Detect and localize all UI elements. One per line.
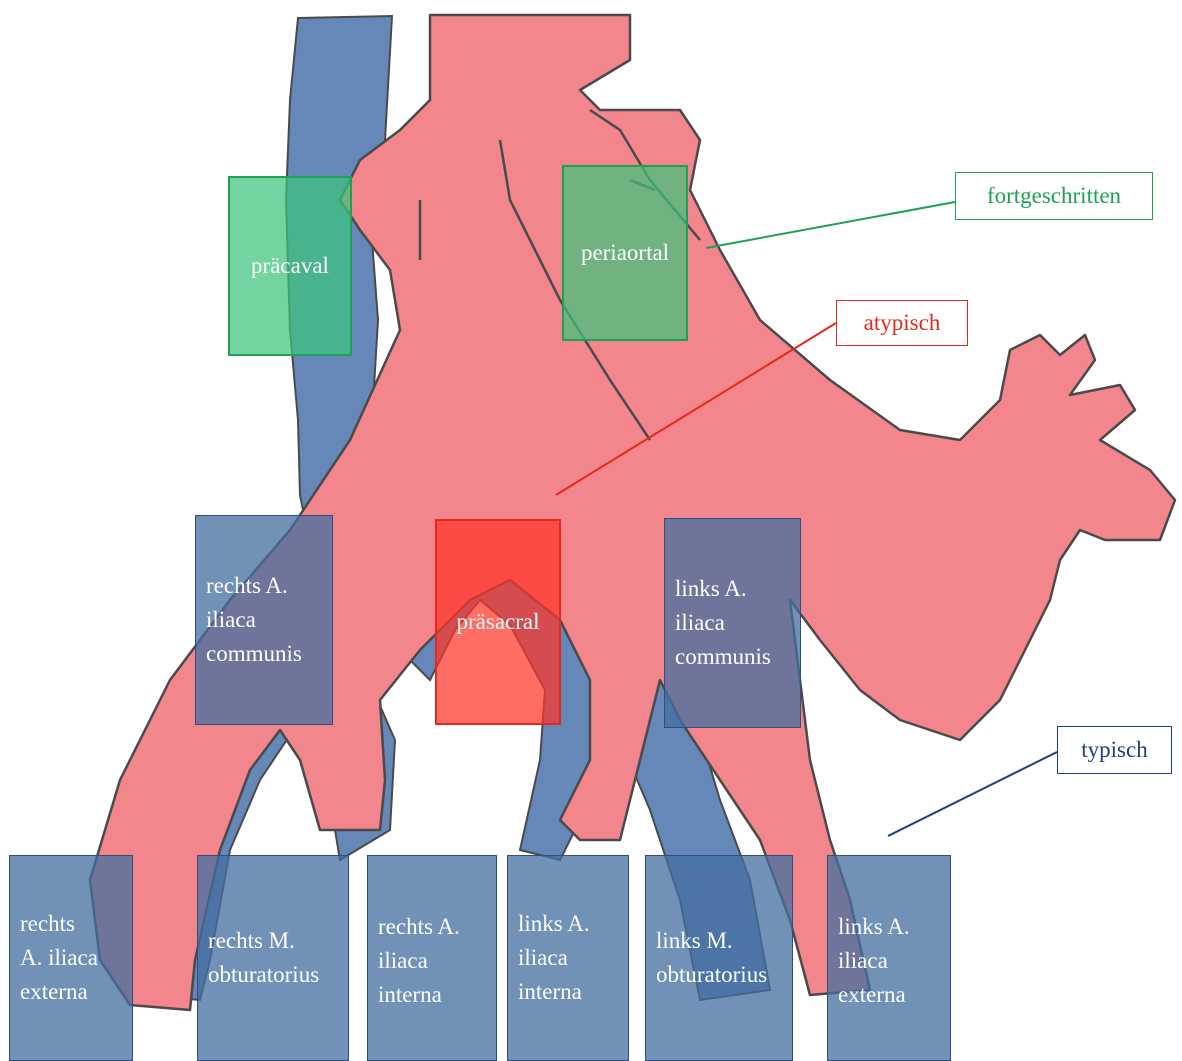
legend-atypisch: atypisch (836, 300, 968, 346)
legend-typisch: typisch (1057, 726, 1172, 774)
box-rechts-interna: rechts A. iliaca interna (367, 855, 497, 1061)
box-rechts-communis: rechts A. iliaca communis (195, 515, 333, 725)
box-prasacral-label: präsacral (457, 605, 540, 639)
box-links-interna-label: links A. iliaca interna (518, 907, 590, 1009)
box-pracaval-label: präcaval (251, 249, 329, 283)
box-rechts-obturatorius-label: rechts M. obturatorius (208, 924, 319, 992)
box-rechts-externa: rechts A. iliaca externa (9, 855, 133, 1061)
box-links-externa-label: links A. iliaca externa (838, 910, 910, 1012)
box-links-obturatorius: links M. obturatorius (645, 855, 793, 1061)
legend-atypisch-label: atypisch (864, 310, 941, 336)
box-rechts-communis-label: rechts A. iliaca communis (206, 569, 302, 671)
box-prasacral: präsacral (435, 519, 561, 725)
box-pracaval: präcaval (228, 176, 352, 356)
box-links-communis-label: links A. iliaca communis (675, 572, 771, 674)
legend-fortgeschritten: fortgeschritten (955, 172, 1153, 220)
box-links-externa: links A. iliaca externa (827, 855, 951, 1061)
box-rechts-interna-label: rechts A. iliaca interna (378, 910, 460, 1012)
box-periaortal-label: periaortal (581, 236, 669, 270)
box-links-interna: links A. iliaca interna (507, 855, 629, 1061)
box-links-communis: links A. iliaca communis (664, 518, 801, 728)
box-periaortal: periaortal (562, 165, 688, 341)
box-rechts-externa-label: rechts A. iliaca externa (20, 907, 98, 1009)
box-rechts-obturatorius: rechts M. obturatorius (197, 855, 349, 1061)
legend-typisch-label: typisch (1081, 737, 1147, 763)
legend-fortgeschritten-label: fortgeschritten (987, 183, 1121, 209)
box-links-obturatorius-label: links M. obturatorius (656, 924, 767, 992)
